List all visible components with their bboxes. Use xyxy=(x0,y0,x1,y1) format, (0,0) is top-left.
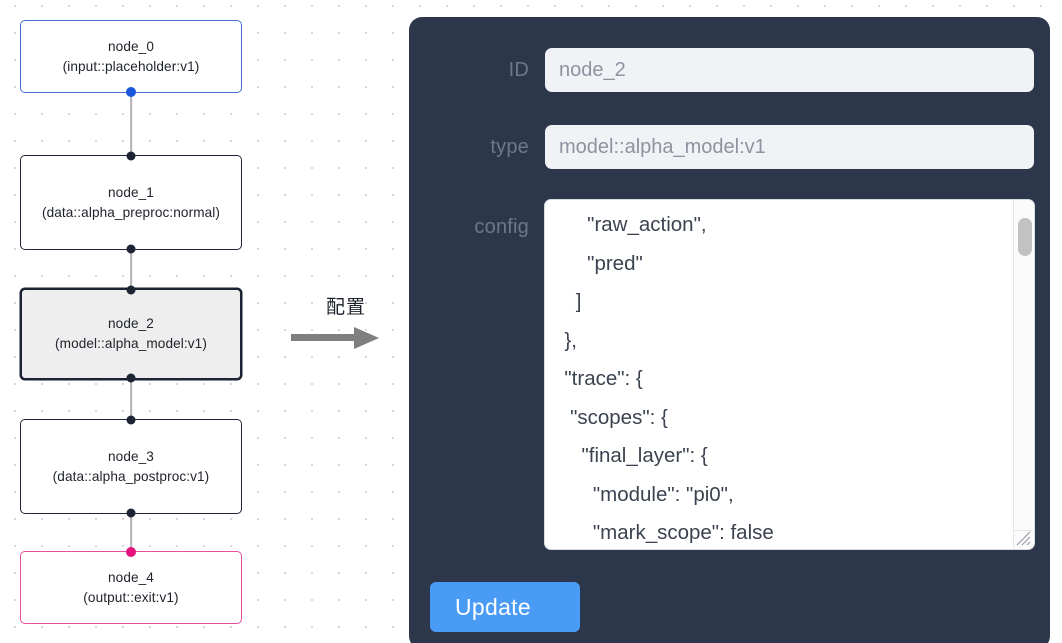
graph-node-node_1[interactable]: node_1 (data::alpha_preproc:normal) xyxy=(20,151,242,254)
graph-node-node_0[interactable]: node_0 (input::placeholder:v1) xyxy=(20,20,242,97)
node-handle-top[interactable] xyxy=(126,415,136,425)
edge-node_1-node_2[interactable] xyxy=(130,250,132,288)
type-input[interactable] xyxy=(545,125,1034,169)
config-field-label: config xyxy=(474,216,529,238)
annotation-label: 配置 xyxy=(325,296,366,318)
graph-node-label: node_3 (data::alpha_postproc:v1) xyxy=(52,448,210,484)
config-textarea[interactable]: "raw_action", "pred" ] }, "trace": { "sc… xyxy=(545,200,1013,549)
node-handle-bottom[interactable] xyxy=(126,87,136,97)
edge-node_3-node_4[interactable] xyxy=(130,514,132,551)
node-handle-bottom[interactable] xyxy=(126,508,136,518)
graph-node-label: node_4 (output::exit:v1) xyxy=(83,569,179,605)
node-config-panel: ID type config "raw_action", "pred" ] },… xyxy=(409,17,1050,643)
graph-node-label: node_1 (data::alpha_preproc:normal) xyxy=(41,184,221,220)
id-field-label: ID xyxy=(508,58,529,81)
annotation-arrow-group: 配置 xyxy=(291,297,401,351)
field-row-id: ID xyxy=(409,48,1050,92)
edge-node_2-node_3[interactable] xyxy=(130,380,132,419)
graph-node-node_4[interactable]: node_4 (output::exit:v1) xyxy=(20,547,242,624)
edge-node_0-node_1[interactable] xyxy=(130,93,132,155)
node-handle-bottom[interactable] xyxy=(126,373,136,383)
config-scrollbar-thumb[interactable] xyxy=(1018,218,1032,256)
node-handle-top[interactable] xyxy=(126,547,136,557)
node-handle-top[interactable] xyxy=(126,285,136,295)
field-row-type: type xyxy=(409,125,1050,169)
graph-node-node_2[interactable]: node_2 (model::alpha_model:v1) xyxy=(20,285,242,383)
graph-node-node_3[interactable]: node_3 (data::alpha_postproc:v1) xyxy=(20,415,242,518)
field-row-config: config "raw_action", "pred" ] }, "trace"… xyxy=(409,200,1050,549)
node-handle-top[interactable] xyxy=(126,151,136,161)
graph-node-label: node_2 (model::alpha_model:v1) xyxy=(55,316,207,351)
arrow-right-icon xyxy=(291,326,379,349)
update-button[interactable]: Update xyxy=(430,582,580,632)
config-textarea-wrapper: "raw_action", "pred" ] }, "trace": { "sc… xyxy=(545,200,1034,549)
type-field-label: type xyxy=(490,135,529,158)
node-handle-bottom[interactable] xyxy=(126,244,136,254)
resize-handle-icon[interactable] xyxy=(1013,530,1033,548)
config-scrollbar[interactable] xyxy=(1013,200,1034,531)
graph-node-label: node_0 (input::placeholder:v1) xyxy=(62,38,200,74)
id-input[interactable] xyxy=(545,48,1034,92)
